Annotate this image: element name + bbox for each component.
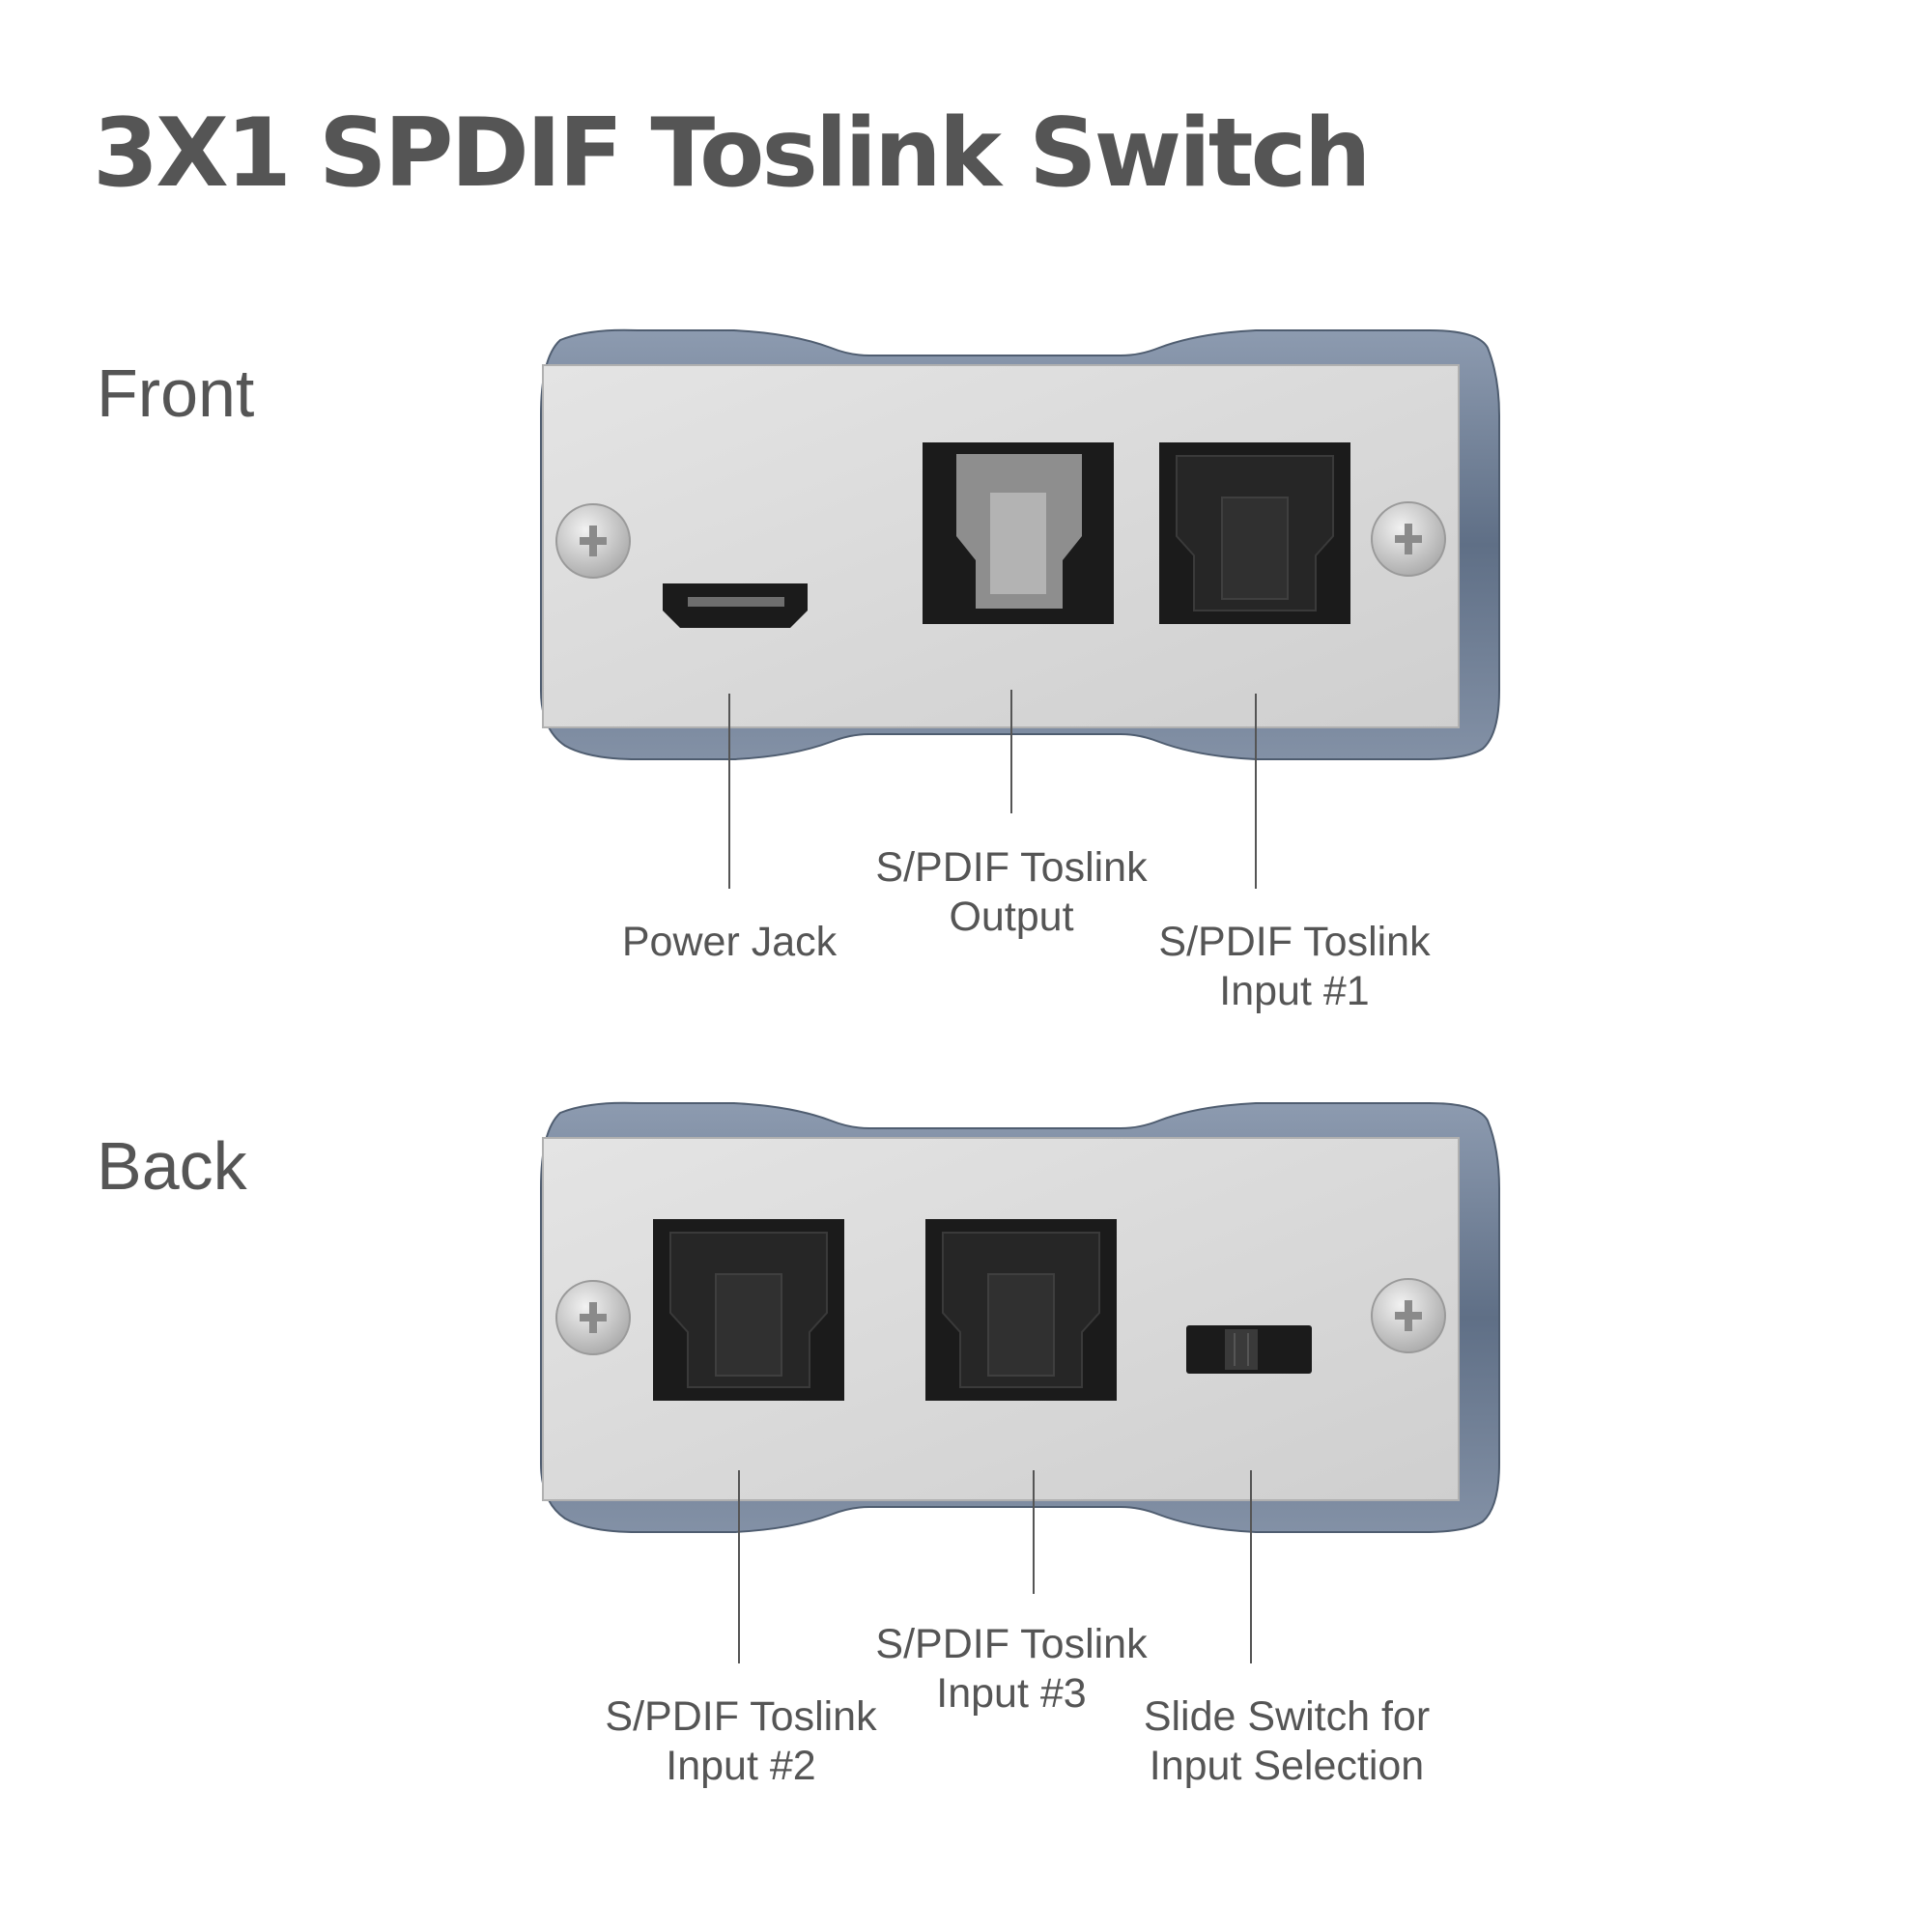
slide-switch [1186, 1325, 1312, 1374]
callout-toslink-input-2: S/PDIF Toslink Input #2 [596, 1692, 886, 1791]
toslink-output-port [923, 442, 1114, 624]
back-label: Back [97, 1128, 247, 1204]
callout-power-jack: Power Jack [599, 918, 860, 967]
callout-toslink-input-2-line-2: Input #2 [666, 1743, 816, 1789]
callout-slide-switch-line-2: Input Selection [1149, 1743, 1425, 1789]
page-title: 3X1 SPDIF Toslink Switch [93, 99, 1371, 209]
callout-toslink-input-2-line-1: S/PDIF Toslink [605, 1693, 877, 1740]
callout-power-jack-line-1: Power Jack [621, 919, 838, 965]
callout-toslink-input-3-line-2: Input #3 [936, 1670, 1087, 1717]
screw-icon [1371, 1278, 1446, 1353]
callout-toslink-input-3-line-1: S/PDIF Toslink [875, 1621, 1148, 1667]
toslink-input-2-port [653, 1219, 844, 1401]
callout-toslink-input-3: S/PDIF Toslink Input #3 [867, 1620, 1156, 1719]
screw-icon [555, 1280, 631, 1355]
back-device [540, 1101, 1500, 1663]
callout-toslink-output: S/PDIF Toslink Output [867, 843, 1156, 942]
callout-slide-switch: Slide Switch for Input Selection [1127, 1692, 1446, 1791]
callout-toslink-output-line-1: S/PDIF Toslink [875, 844, 1148, 891]
screw-icon [1371, 501, 1446, 577]
power-jack-port [663, 583, 808, 628]
callout-toslink-input-1-line-1: S/PDIF Toslink [1158, 919, 1431, 965]
toslink-input-1-port [1159, 442, 1350, 624]
callout-toslink-input-1-line-2: Input #1 [1219, 968, 1370, 1014]
callout-toslink-output-line-2: Output [949, 894, 1074, 940]
screw-icon [555, 503, 631, 579]
callout-slide-switch-line-1: Slide Switch for [1143, 1693, 1431, 1740]
toslink-input-3-port [925, 1219, 1117, 1401]
front-label: Front [97, 355, 255, 431]
callout-toslink-input-1: S/PDIF Toslink Input #1 [1150, 918, 1439, 1016]
front-device [540, 328, 1500, 889]
